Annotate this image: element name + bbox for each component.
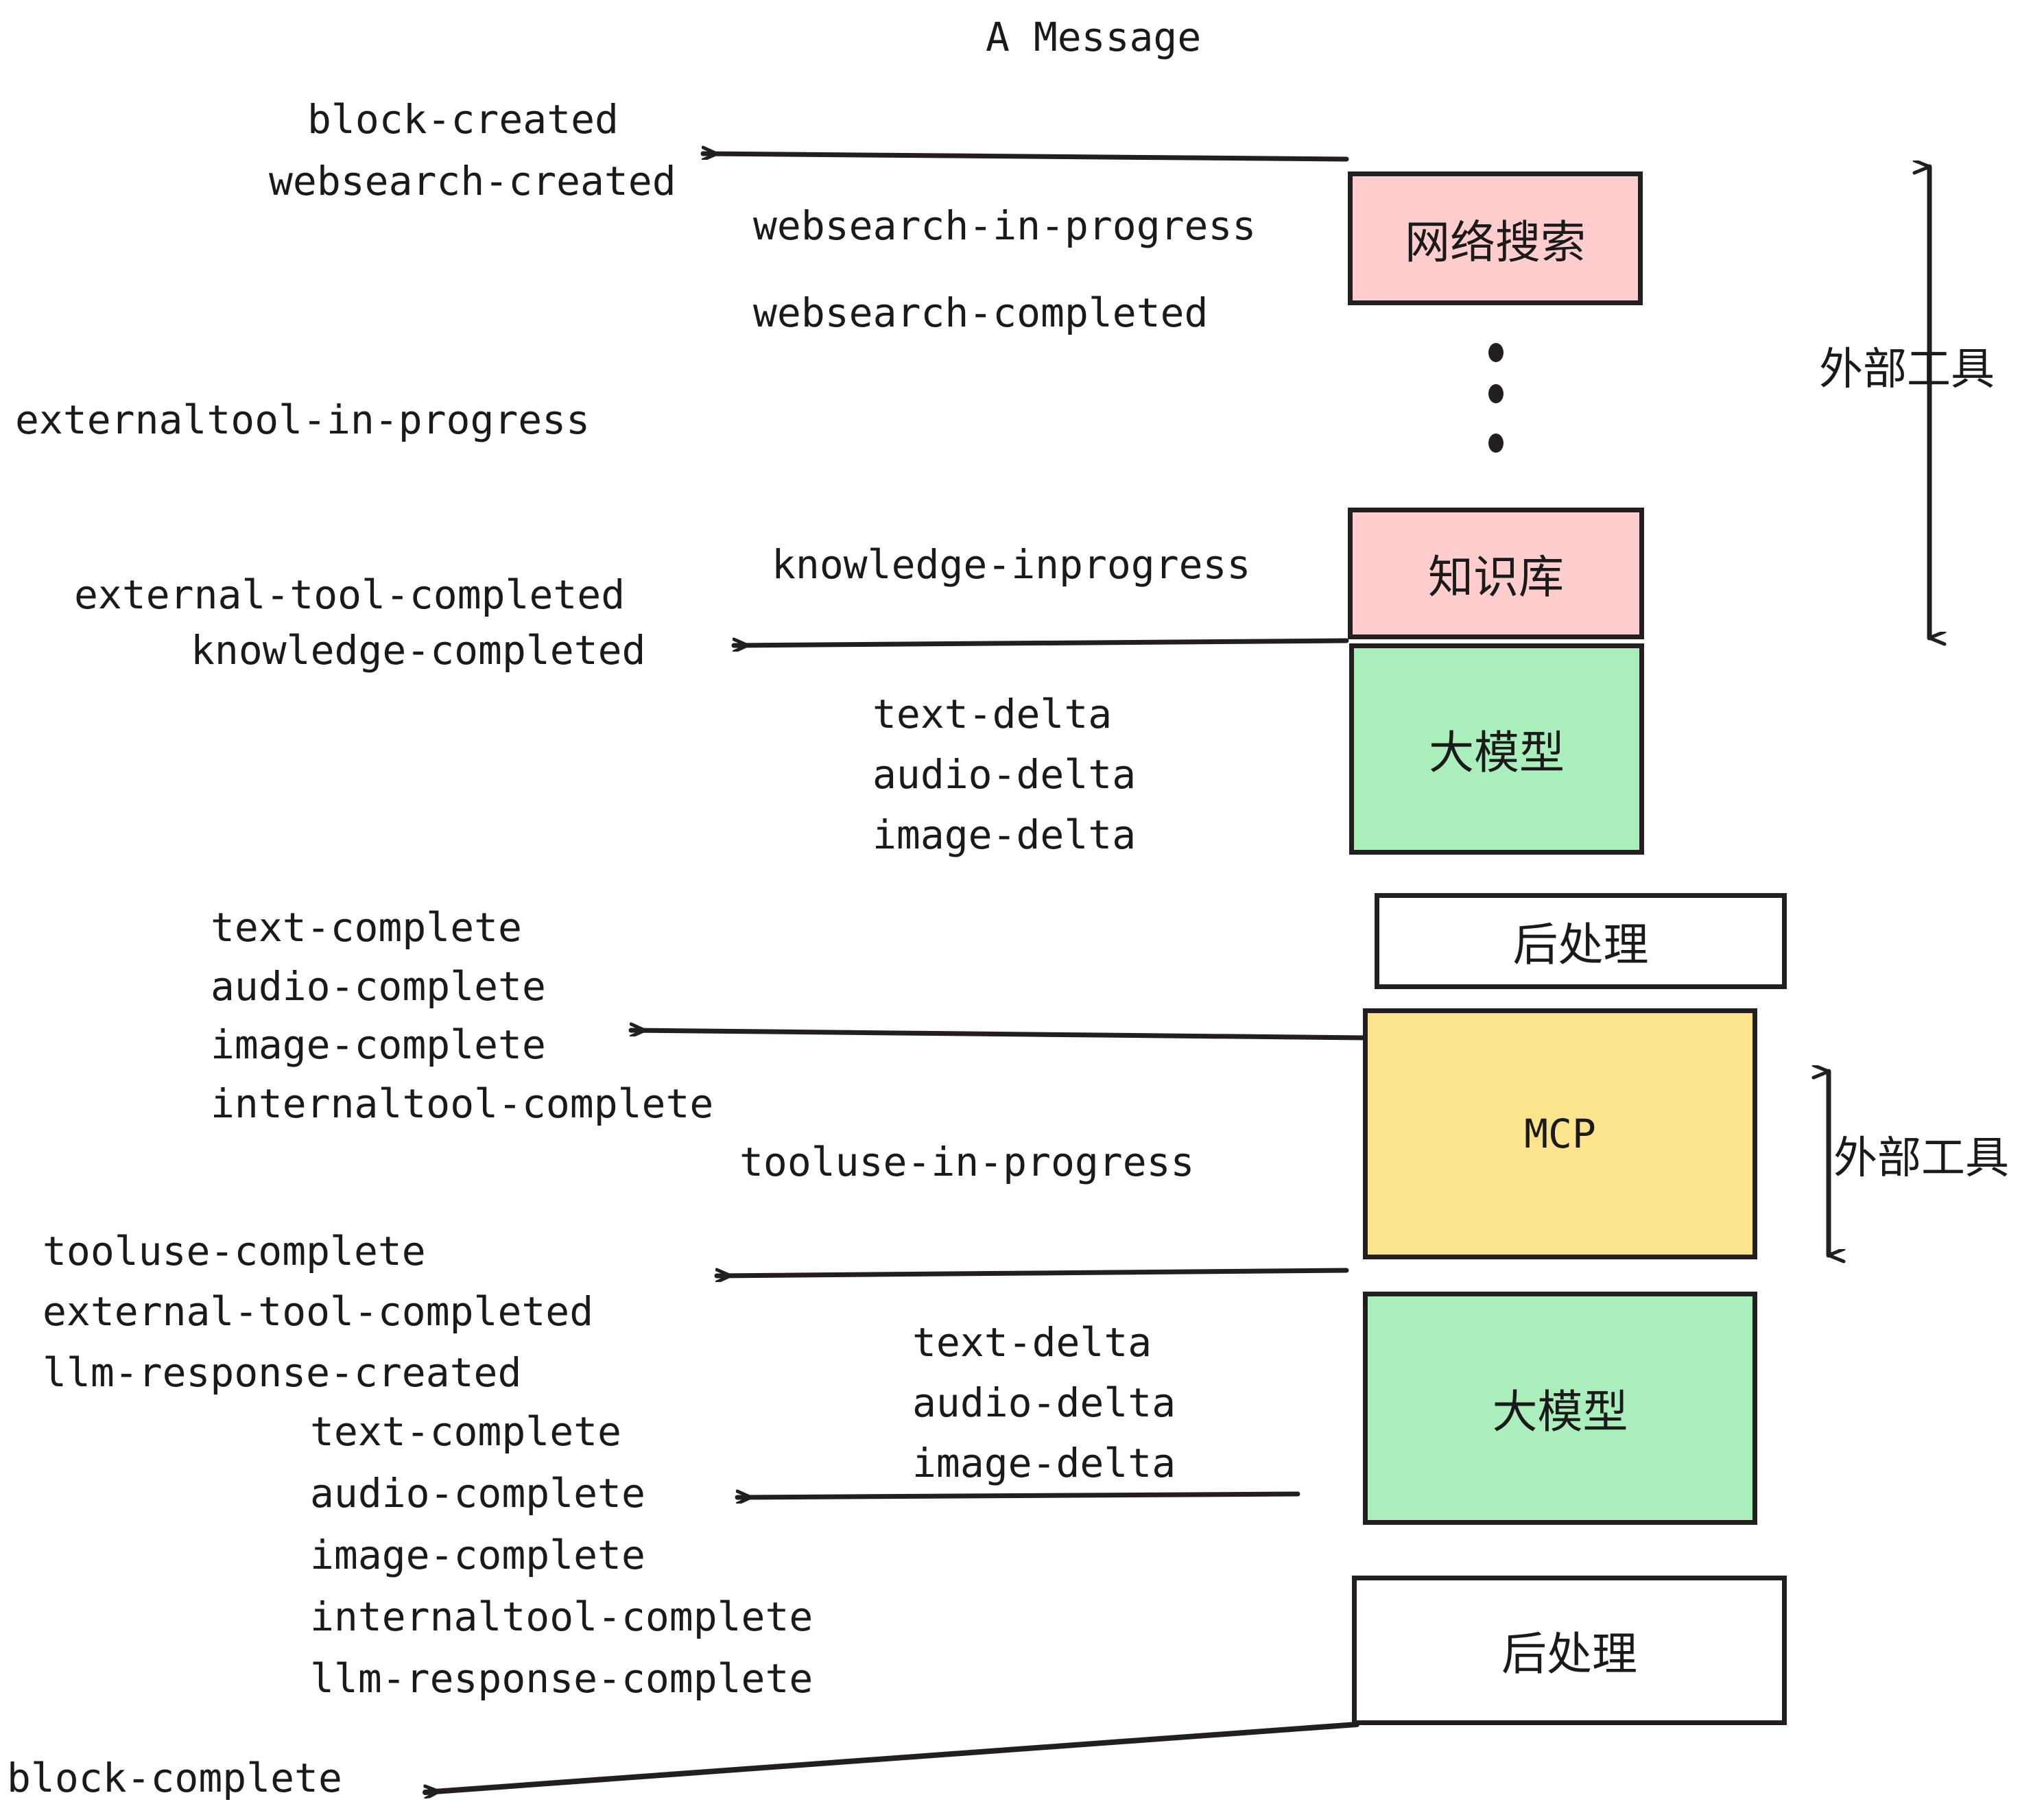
event-image-complete-2: image-complete xyxy=(310,1532,645,1578)
node-postprocess-1[interactable]: 后处理 xyxy=(1375,893,1787,989)
event-llm-response-complete: llm-response-complete xyxy=(310,1655,813,1702)
event-audio-complete-2: audio-complete xyxy=(310,1470,645,1517)
event-image-delta-2: image-delta xyxy=(912,1440,1176,1486)
event-text-delta-2: text-delta xyxy=(912,1319,1152,1366)
event-knowledge-inprogress: knowledge-inprogress xyxy=(772,541,1251,588)
event-text-complete-2: text-complete xyxy=(310,1408,621,1455)
node-postprocess-1-label: 后处理 xyxy=(1512,918,1649,971)
event-external-tool-completed-2: external-tool-completed xyxy=(43,1288,594,1335)
arrow-websearch-to-block-created xyxy=(700,154,1349,162)
event-externaltool-in-progress: externaltool-in-progress xyxy=(15,396,591,443)
event-block-created: block-created xyxy=(307,96,619,143)
event-external-tool-completed-1: external-tool-completed xyxy=(74,571,626,618)
arrow-postprocess-to-block-complete xyxy=(423,1722,1359,1792)
node-postprocess-2[interactable]: 后处理 xyxy=(1352,1576,1787,1725)
arrow-llm-to-image-complete xyxy=(628,1030,1369,1041)
node-llm-1-label: 大模型 xyxy=(1429,726,1565,779)
arrow-llm2-to-audio-complete xyxy=(735,1494,1300,1497)
node-llm-1[interactable]: 大模型 xyxy=(1349,643,1644,855)
event-text-complete-1: text-complete xyxy=(211,904,522,951)
ellipsis-dot-2 xyxy=(1488,384,1504,403)
event-tooluse-complete: tooluse-complete xyxy=(43,1228,426,1274)
event-tooluse-in-progress: tooluse-in-progress xyxy=(739,1139,1195,1185)
event-audio-delta-2: audio-delta xyxy=(912,1379,1176,1426)
event-websearch-completed: websearch-completed xyxy=(753,289,1209,336)
arrow-knowledge-to-completed xyxy=(731,641,1349,645)
event-audio-delta-1: audio-delta xyxy=(872,751,1137,798)
event-image-complete-1: image-complete xyxy=(211,1021,546,1068)
event-internaltool-complete-1: internaltool-complete xyxy=(211,1080,714,1127)
event-audio-complete-1: audio-complete xyxy=(211,963,546,1010)
node-knowledge[interactable]: 知识库 xyxy=(1348,508,1644,639)
event-llm-response-created: llm-response-created xyxy=(43,1349,522,1396)
event-websearch-in-progress: websearch-in-progress xyxy=(753,202,1257,249)
arrow-mcp-to-tooluse-complete xyxy=(714,1268,1349,1276)
event-knowledge-completed: knowledge-completed xyxy=(191,627,646,674)
page-title: A Message xyxy=(986,14,1202,60)
node-websearch-label: 网络搜索 xyxy=(1405,215,1586,269)
event-websearch-created: websearch-created xyxy=(269,158,676,204)
event-internaltool-complete-2: internaltool-complete xyxy=(310,1593,813,1640)
node-postprocess-2-label: 后处理 xyxy=(1501,1628,1637,1681)
ellipsis-dot-1 xyxy=(1488,343,1504,362)
ellipsis-dot-3 xyxy=(1488,434,1504,453)
annotation-external-tool-top: 外部工具 xyxy=(1819,344,1995,395)
node-mcp[interactable]: MCP xyxy=(1363,1008,1757,1259)
node-websearch[interactable]: 网络搜索 xyxy=(1348,171,1643,305)
node-knowledge-label: 知识库 xyxy=(1428,551,1564,604)
node-mcp-label: MCP xyxy=(1524,1111,1596,1157)
event-image-delta-1: image-delta xyxy=(872,811,1137,858)
event-text-delta-1: text-delta xyxy=(872,691,1113,737)
node-llm-2[interactable]: 大模型 xyxy=(1363,1292,1757,1525)
node-llm-2-label: 大模型 xyxy=(1492,1386,1628,1438)
event-block-complete: block-complete xyxy=(7,1755,342,1801)
annotation-external-tool-bottom: 外部工具 xyxy=(1833,1133,2009,1184)
